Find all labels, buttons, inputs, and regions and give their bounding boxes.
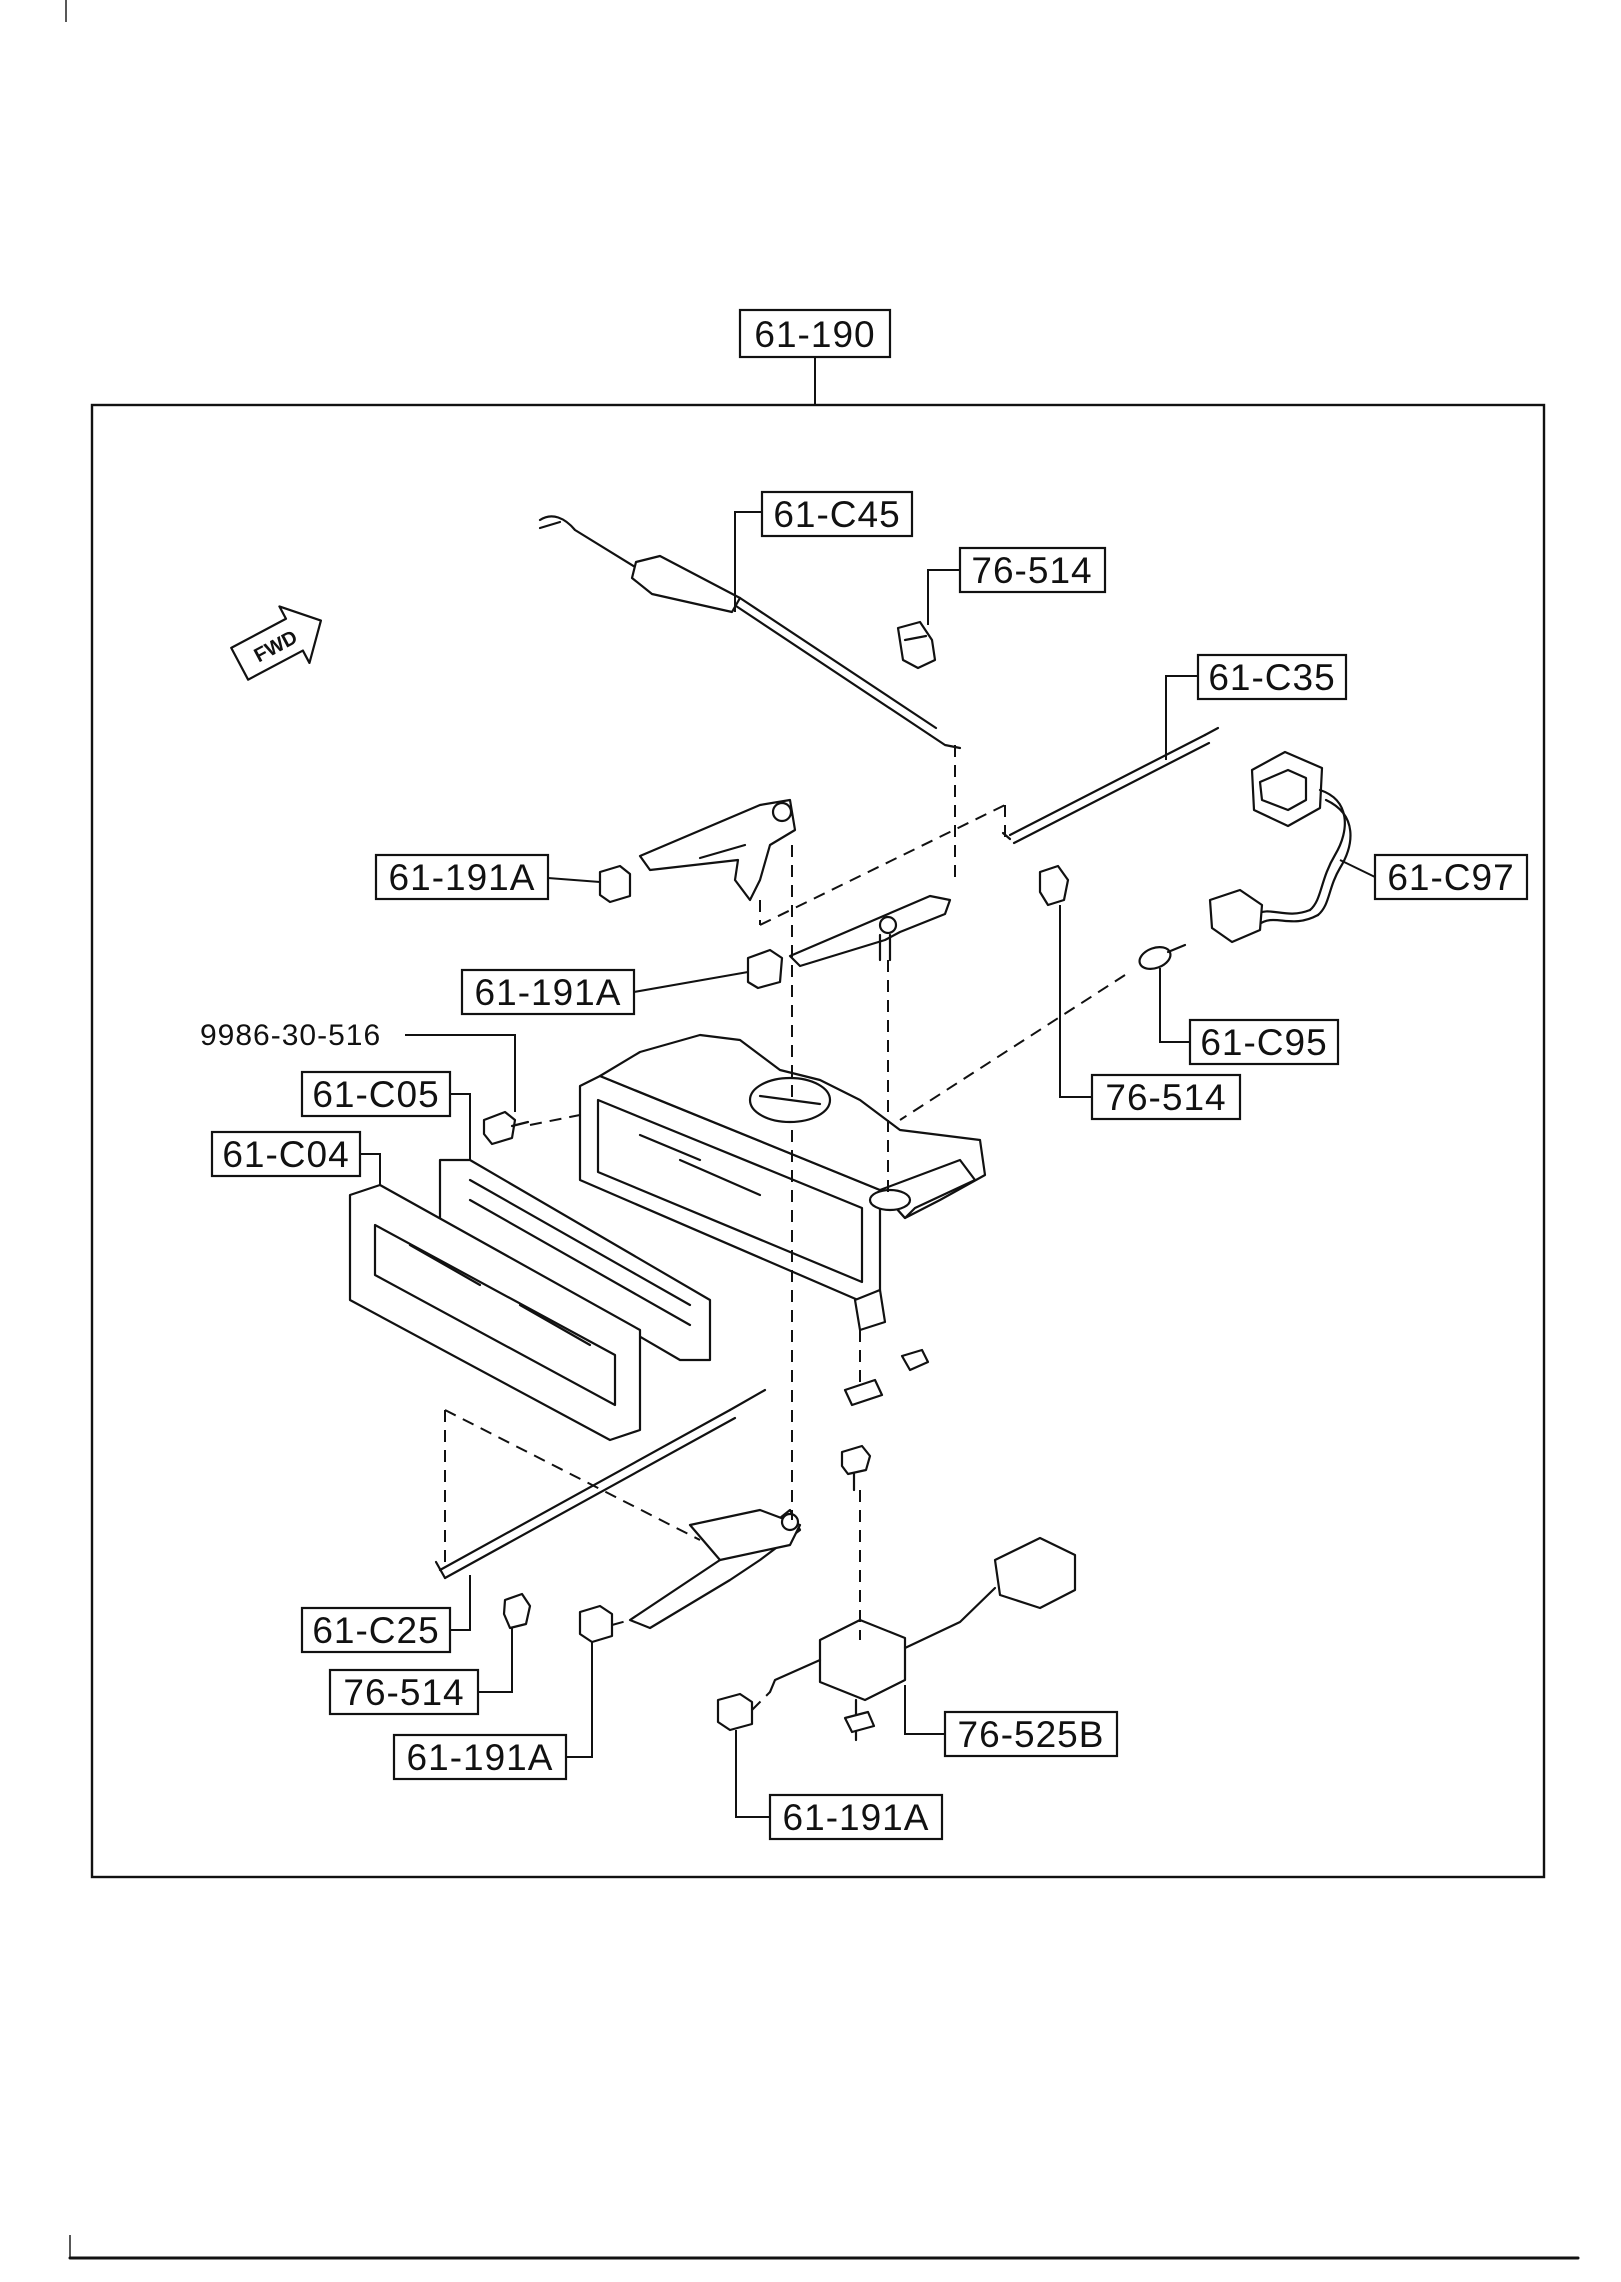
callout-61-c95: 61-C95 bbox=[1159, 968, 1340, 1066]
svg-text:61-191A: 61-191A bbox=[783, 1797, 930, 1838]
callout-61-c35: 61-C35 bbox=[1165, 653, 1348, 760]
svg-text:61-191A: 61-191A bbox=[475, 972, 622, 1013]
cable-c45 bbox=[538, 515, 962, 750]
svg-text:61-C04: 61-C04 bbox=[222, 1134, 349, 1175]
harness-c97 bbox=[1208, 750, 1352, 944]
bracket-lower bbox=[843, 1348, 930, 1407]
callout-76-514-mid: 76-514 bbox=[1059, 905, 1242, 1121]
callout-76-525b: 76-525B bbox=[904, 1685, 1119, 1758]
svg-text:76-514: 76-514 bbox=[971, 550, 1092, 591]
screw-lower bbox=[840, 1444, 872, 1492]
callout-61-191a-2: 61-191A bbox=[460, 968, 749, 1016]
clip-top bbox=[896, 620, 937, 670]
callout-61-c97: 61-C97 bbox=[1339, 853, 1529, 901]
callout-61-191a-1: 61-191A bbox=[374, 853, 601, 901]
lever-upper-right bbox=[788, 894, 952, 968]
cable-c25 bbox=[434, 1388, 767, 1580]
callout-61-191a-4: 61-191A bbox=[735, 1730, 944, 1841]
callout-9986-30-516: 9986-30-516 bbox=[200, 1019, 516, 1112]
callout-61-c05: 61-C05 bbox=[300, 1070, 471, 1160]
screw-9986 bbox=[482, 1110, 530, 1146]
svg-text:9986-30-516: 9986-30-516 bbox=[200, 1019, 381, 1052]
control-housing bbox=[578, 1033, 987, 1332]
svg-text:76-514: 76-514 bbox=[343, 1672, 464, 1713]
assembly-frame bbox=[90, 403, 1546, 1879]
assembly-guide-lines bbox=[444, 745, 1126, 1711]
callout-61-c45: 61-C45 bbox=[734, 490, 914, 612]
clip-bottom bbox=[502, 1592, 532, 1630]
svg-text:61-191A: 61-191A bbox=[407, 1737, 554, 1778]
assembly-label: 61-190 bbox=[738, 308, 892, 405]
svg-text:61-190: 61-190 bbox=[754, 314, 875, 355]
fwd-arrow: FWD bbox=[230, 605, 323, 681]
svg-text:61-C97: 61-C97 bbox=[1387, 857, 1514, 898]
cable-c35 bbox=[1001, 726, 1220, 845]
knob-2 bbox=[746, 948, 784, 990]
svg-text:61-191A: 61-191A bbox=[389, 857, 536, 898]
svg-text:61-C05: 61-C05 bbox=[312, 1074, 439, 1115]
svg-text:61-C45: 61-C45 bbox=[773, 494, 900, 535]
knob-1 bbox=[598, 864, 632, 904]
callout-61-c25: 61-C25 bbox=[300, 1575, 471, 1654]
switch-76-525b bbox=[768, 1536, 1077, 1742]
svg-text:61-C25: 61-C25 bbox=[312, 1610, 439, 1651]
callout-61-191a-3: 61-191A bbox=[392, 1642, 593, 1781]
bulb-c95 bbox=[1138, 943, 1187, 970]
svg-text:61-C95: 61-C95 bbox=[1200, 1022, 1327, 1063]
callout-76-514-bottom: 76-514 bbox=[328, 1628, 513, 1716]
knob-3 bbox=[578, 1604, 614, 1644]
crop-marks bbox=[65, 0, 1580, 2260]
callout-76-514-top: 76-514 bbox=[927, 546, 1107, 625]
callout-61-c04: 61-C04 bbox=[210, 1130, 381, 1185]
svg-text:61-C35: 61-C35 bbox=[1208, 657, 1335, 698]
lever-upper-left bbox=[638, 798, 797, 902]
knob-4 bbox=[716, 1692, 754, 1732]
lever-lower bbox=[628, 1508, 802, 1630]
clip-mid bbox=[1038, 864, 1070, 907]
svg-text:76-525B: 76-525B bbox=[958, 1714, 1105, 1755]
svg-text:76-514: 76-514 bbox=[1105, 1077, 1226, 1118]
